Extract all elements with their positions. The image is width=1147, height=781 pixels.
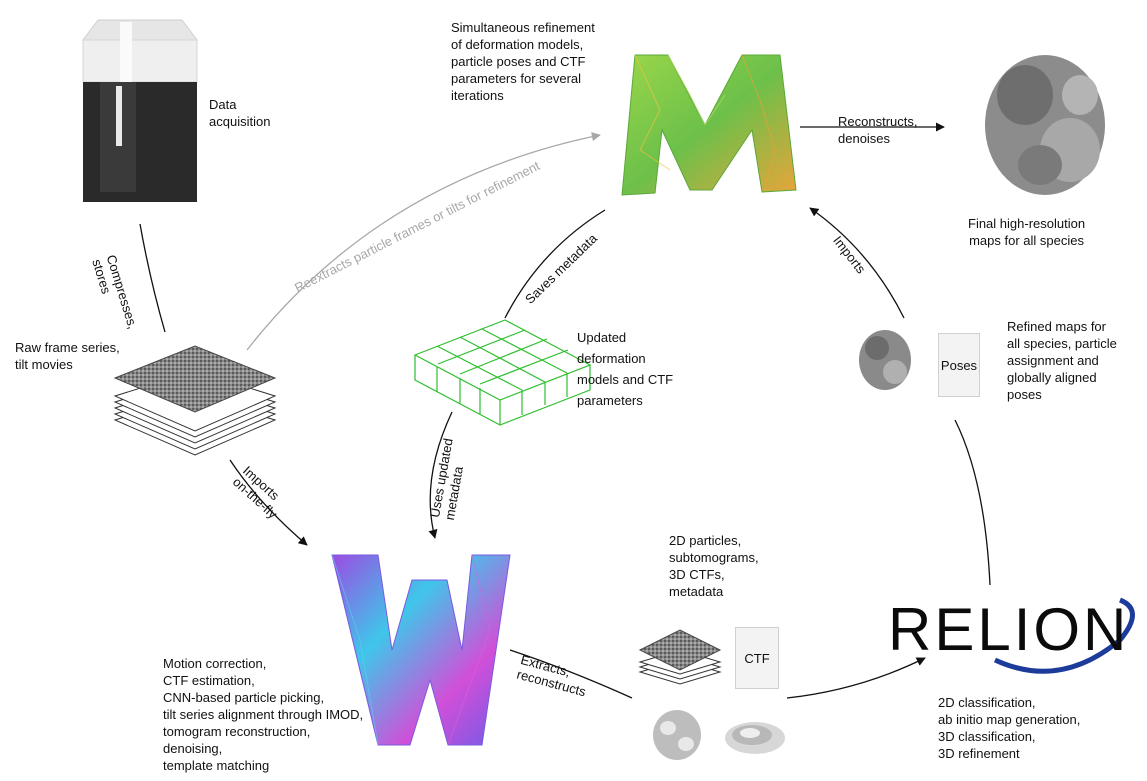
deformation-grid-icon — [413, 319, 592, 426]
density-map-icon — [653, 710, 701, 760]
density-map-icon — [725, 722, 785, 754]
reconstructs-label: Reconstructs, denoises — [838, 114, 918, 146]
microscope-icon — [82, 19, 198, 202]
extracts-connector — [509, 649, 633, 699]
poses-document-icon: Poses — [938, 333, 980, 397]
compresses-connector — [139, 223, 166, 333]
refined-maps-label: Refined maps for all species, particle a… — [1007, 319, 1117, 402]
final-maps-label: Final high-resolution maps for all speci… — [968, 216, 1086, 248]
ctf-document-icon: CTF — [735, 627, 779, 689]
m-logo-icon — [621, 54, 797, 196]
density-map-icon — [859, 330, 911, 390]
warp-steps-label: Motion correction, CTF estimation, CNN-b… — [163, 656, 364, 773]
imports-fly-arrow — [229, 459, 308, 546]
poses-label: Poses — [940, 357, 978, 373]
frame-stack-icon — [113, 345, 277, 456]
data-acquisition-label: Data acquisition — [209, 97, 271, 129]
imports-arrow — [809, 207, 905, 319]
reextracts-arrow — [246, 132, 601, 351]
ctf-label: CTF — [744, 650, 770, 666]
relion-to-poses-connector — [954, 419, 991, 586]
particles-label: 2D particles, subtomograms, 3D CTFs, met… — [669, 533, 759, 599]
density-map-icon — [985, 55, 1105, 195]
relion-logo: RELION — [888, 596, 1130, 663]
w-logo-icon — [331, 554, 511, 746]
updated-models-label: Updated deformation models and CTF param… — [577, 330, 674, 408]
uses-metadata-arrow — [428, 411, 453, 539]
to-relion-arrow — [786, 657, 926, 699]
relion-swoosh-icon — [993, 597, 1135, 674]
particle-stack-icon — [638, 629, 722, 685]
relion-steps-label: 2D classification, ab initio map generat… — [938, 695, 1081, 761]
simultaneous-refinement-label: Simultaneous refinement of deformation m… — [451, 20, 595, 103]
raw-frames-label: Raw frame series, tilt movies — [15, 340, 120, 372]
saves-metadata-connector — [504, 209, 606, 319]
